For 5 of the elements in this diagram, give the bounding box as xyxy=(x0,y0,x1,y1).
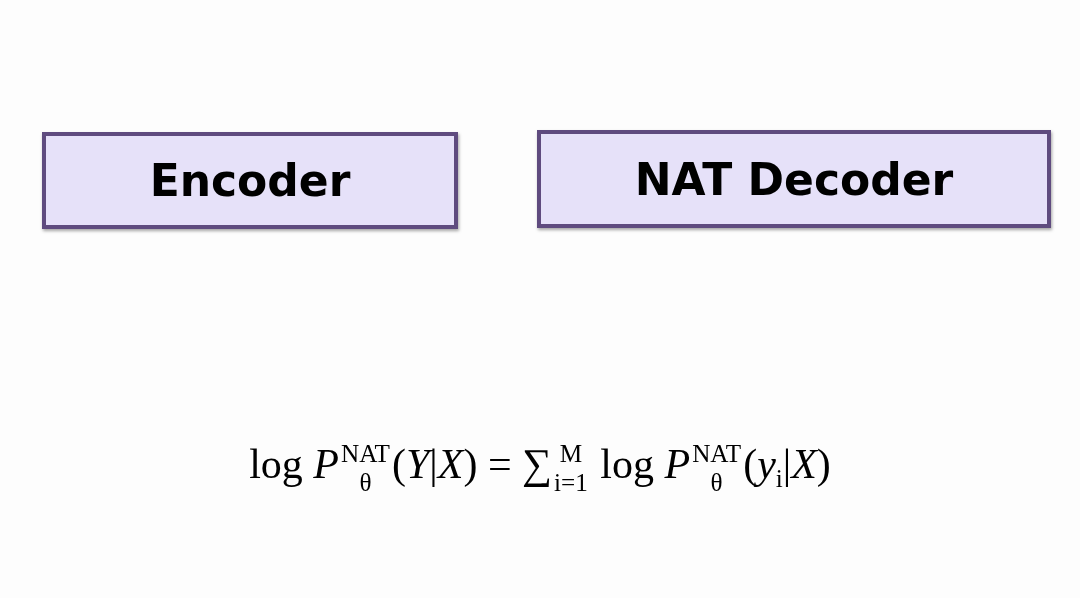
process-box xyxy=(42,132,458,229)
equation: log P$^{NAT}$$_{θ}$(Y|X) = ∑$^{M}$$_{i=1}$ log P$^{NAT}$$_{θ}$(y$_{i}$|X) xyxy=(248,440,832,496)
box-label: NAT Decoder xyxy=(634,153,954,205)
process-box xyxy=(537,130,1051,228)
box-label: Encoder xyxy=(149,155,351,206)
